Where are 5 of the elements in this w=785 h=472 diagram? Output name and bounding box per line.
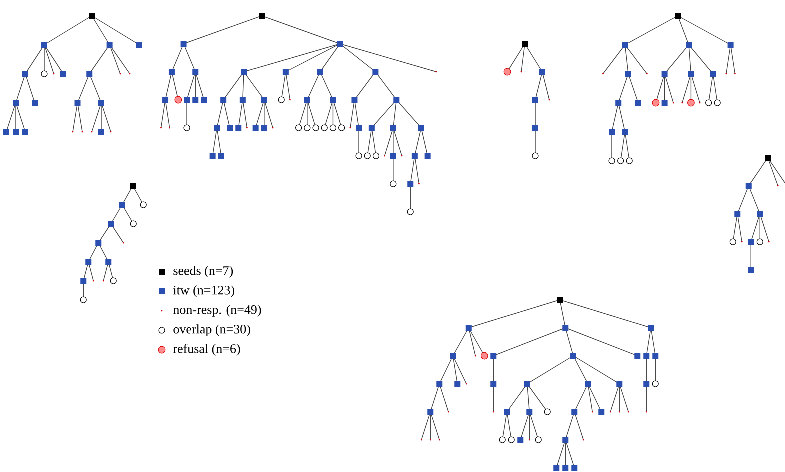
legend-text: overlap (n=30) <box>174 324 250 336</box>
legend-text: seeds (n=7) <box>174 266 234 278</box>
legend-text: refusal (n=6) <box>173 344 240 356</box>
legend-text: non-resp. (n=49) <box>174 305 262 317</box>
legend-text: itw (n=123) <box>173 286 234 298</box>
